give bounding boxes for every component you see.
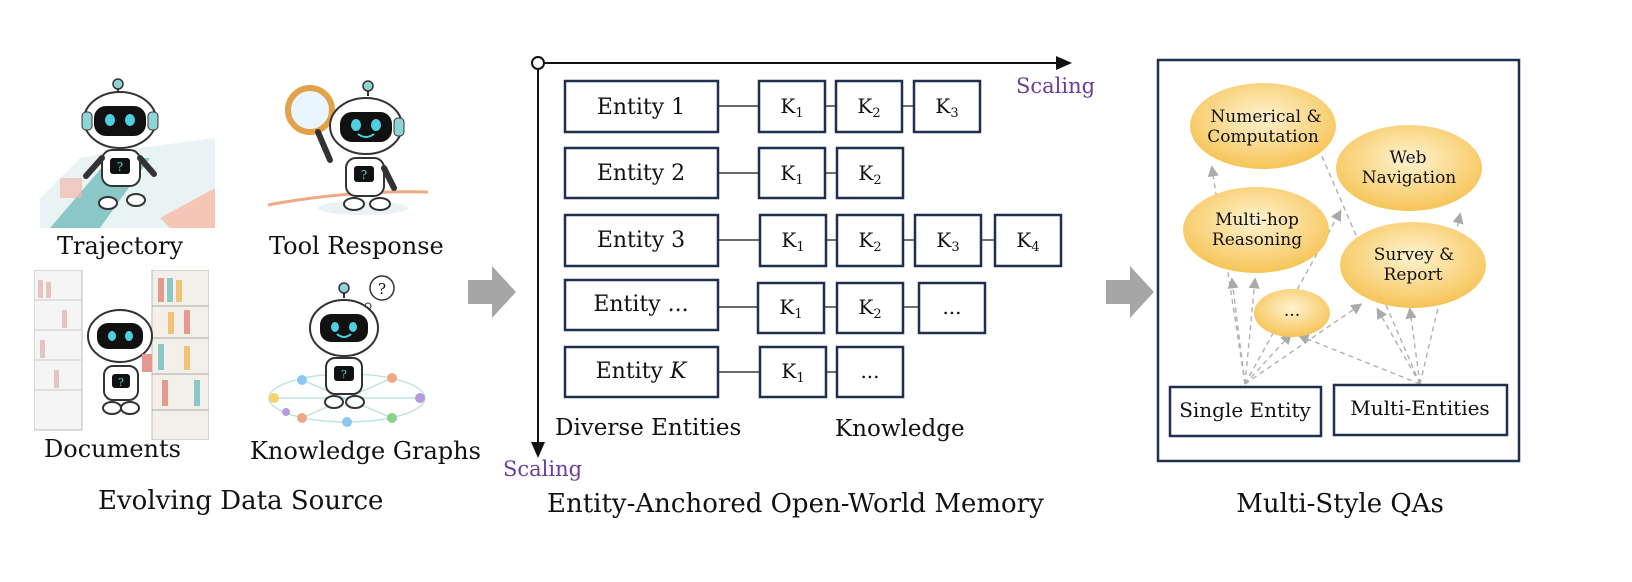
knowledge-axis-label: Knowledge [835,416,965,442]
knowledge-box [757,146,827,200]
bubble-label: Multi-hop [1215,210,1299,230]
trajectory-robot-icon: ? [40,78,215,228]
entity-box [563,146,720,200]
knowledge-box [912,79,982,134]
entity-box [563,345,720,399]
knowledge-box [758,213,828,268]
knowledge-label: K1 [780,161,803,188]
multi-entities-label: Multi-Entities [1350,396,1489,420]
bubble-label: ... [1284,301,1300,321]
knowledge-box [913,213,983,268]
entity-box [563,79,720,134]
entity-label: Entity 3 [597,228,685,253]
documents-label: Documents [44,435,181,463]
bubble-label: Report [1384,265,1443,285]
knowledge-box [835,146,905,200]
knowledge-label: K2 [858,295,881,322]
svg-text:?: ? [118,376,124,389]
bubble-label: Computation [1207,127,1319,147]
knowledge-box [835,281,905,335]
axis-origin [531,56,545,70]
scaling-y-label: Scaling [503,457,582,481]
y-axis-arrowhead [531,442,545,458]
flow-arrow-icon [1106,266,1154,318]
knowledge-label: K1 [779,295,802,322]
knowledge-box [834,79,904,134]
knowledge-label: K4 [1016,228,1039,255]
single-entity-box [1168,385,1323,438]
svg-text:?: ? [117,160,123,174]
bubble-label: Numerical & [1210,107,1321,127]
bubble-label: Survey & [1374,245,1455,265]
knowledge-label: K2 [858,228,881,255]
qa-bubble [1254,289,1330,337]
svg-text:?: ? [341,368,347,381]
knowledge-box [756,281,826,335]
flow-arrow-icon [468,266,516,318]
entity-label: Entity ... [593,292,688,317]
knowledge-label: K1 [781,359,804,386]
entity-label: Entity 1 [597,95,685,120]
knowledge-graph-robot-icon: ? ? [268,275,426,427]
knowledge-label: K1 [781,228,804,255]
diverse-entities-label: Diverse Entities [555,415,741,441]
knowledge-label: K3 [936,228,959,255]
knowledge-box [835,213,905,268]
tool-response-robot-icon: ? [267,80,429,215]
knowledge-label: K3 [935,94,958,121]
svg-text:?: ? [361,168,367,182]
qa-caption: Multi-Style QAs [1236,489,1444,519]
knowledge-box [993,213,1063,268]
knowledge-box [757,79,827,134]
bubble-label: Reasoning [1212,230,1302,250]
knowledge-label: K2 [857,94,880,121]
entity-box [563,213,720,268]
knowledge-label: K1 [780,94,803,121]
qa-bubble [1336,125,1482,211]
qa-bubble [1340,222,1486,308]
multi-entities-box [1332,383,1509,437]
single-entity-label: Single Entity [1179,398,1311,422]
entity-label: Entity 2 [597,161,685,186]
trajectory-label: Trajectory [57,232,183,260]
knowledge-box [917,281,987,335]
bubble-label: Navigation [1362,168,1457,188]
memory-caption: Entity-Anchored Open-World Memory [547,489,1044,519]
x-axis-arrowhead [1056,56,1072,70]
knowledge-box [835,345,905,399]
qa-bubble [1183,187,1329,273]
bubble-label: Web [1389,148,1426,168]
scaling-x-label: Scaling [1016,74,1095,98]
documents-bookshelf-icon: ? [34,270,209,440]
qa-bubble [1190,83,1336,169]
entity-box [563,278,720,332]
knowledge-label: K2 [858,161,881,188]
svg-text:?: ? [378,280,386,298]
entity-label: Entity K [596,359,688,384]
knowledge-label: ... [860,359,879,383]
knowledge-graphs-label: Knowledge Graphs [250,437,481,465]
knowledge-label: ... [942,295,961,319]
knowledge-box [758,345,828,399]
evolving-data-source-caption: Evolving Data Source [98,486,384,516]
tool-response-label: Tool Response [269,232,444,260]
